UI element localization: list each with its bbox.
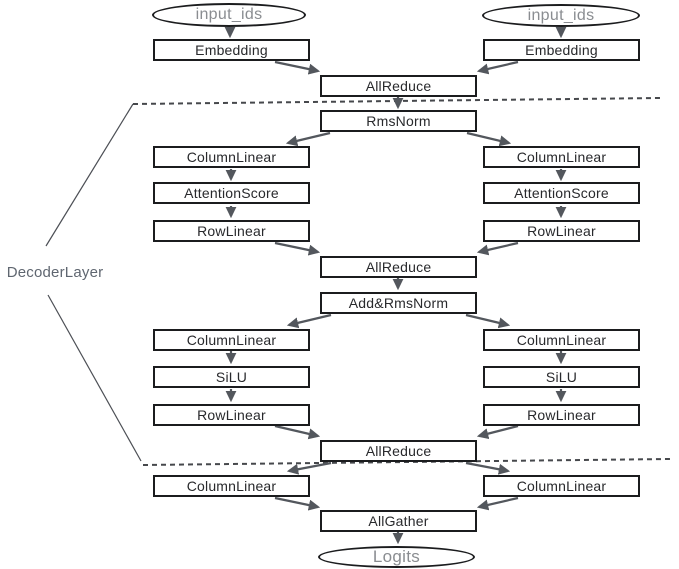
node-input-ids-left: input_ids	[152, 3, 306, 27]
node-allgather: AllGather	[320, 510, 477, 532]
node-column-linear-mlp-left: ColumnLinear	[153, 329, 310, 351]
node-silu-right: SiLU	[483, 366, 640, 388]
node-silu-left: SiLU	[153, 366, 310, 388]
arrow-addrmsnorm-columnlinear-left	[286, 313, 332, 329]
node-allreduce-embed: AllReduce	[320, 75, 477, 97]
arrow-rmsnorm-columnlinear-right	[466, 131, 512, 147]
arrow-rmsnorm-columnlinear-left	[285, 131, 331, 147]
node-column-linear-head-right: ColumnLinear	[483, 475, 640, 497]
arrow-rowlinear-allreduce2-right	[476, 424, 519, 440]
node-input-ids-right: input_ids	[482, 4, 640, 27]
node-column-linear-attn-left: ColumnLinear	[153, 146, 310, 168]
arrow-allreduce-columnlinear-left	[286, 461, 332, 475]
node-embedding-left: Embedding	[153, 39, 310, 61]
arrow-allreduce-columnlinear-right	[465, 461, 511, 475]
arrow-embedding-allreduce-left	[274, 60, 321, 75]
node-logits: Logits	[318, 546, 475, 568]
node-column-linear-mlp-right: ColumnLinear	[483, 329, 640, 351]
decoder-brace-top-line	[45, 103, 134, 247]
arrow-columnlinear-allgather-right	[476, 496, 519, 511]
node-rmsnorm: RmsNorm	[320, 110, 477, 132]
node-attention-score-right: AttentionScore	[483, 182, 640, 204]
dashed-boundary-top	[132, 97, 661, 105]
arrow-columnlinear-allgather-left	[274, 496, 321, 511]
arrow-rowlinear-allreduce-right	[476, 241, 519, 256]
node-row-linear-mlp-left: RowLinear	[153, 404, 310, 426]
node-row-linear-attn-right: RowLinear	[483, 220, 640, 242]
node-attention-score-left: AttentionScore	[153, 182, 310, 204]
node-row-linear-attn-left: RowLinear	[153, 220, 310, 242]
arrow-rowlinear-allreduce2-left	[274, 424, 321, 440]
node-column-linear-attn-right: ColumnLinear	[483, 146, 640, 168]
arrow-rowlinear-allreduce-left	[274, 241, 321, 256]
node-allreduce-attn: AllReduce	[320, 256, 477, 278]
decoder-layer-label: DecoderLayer	[6, 264, 104, 281]
arrow-embedding-allreduce-right	[476, 60, 519, 75]
decoder-brace-bottom-line	[47, 294, 142, 462]
arrow-addrmsnorm-columnlinear-right	[465, 313, 511, 329]
node-allreduce-mlp: AllReduce	[320, 440, 477, 462]
dashed-boundary-bottom	[142, 458, 671, 466]
decoder-brace-lines	[45, 103, 142, 462]
node-add-rmsnorm: Add&RmsNorm	[320, 292, 477, 314]
arrows	[224, 26, 567, 545]
node-row-linear-mlp-right: RowLinear	[483, 404, 640, 426]
node-column-linear-head-left: ColumnLinear	[153, 475, 310, 497]
node-embedding-right: Embedding	[483, 39, 640, 61]
